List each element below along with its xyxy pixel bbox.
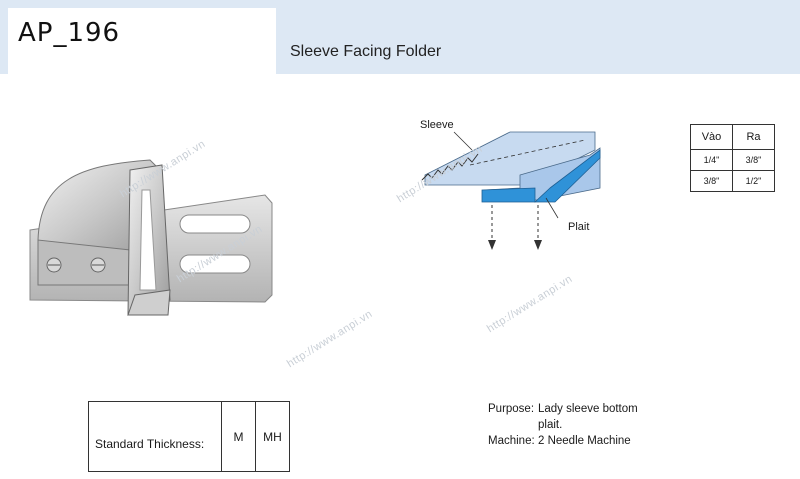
product-code-box: AP_196 [8,8,276,74]
size-table-header: Vào [690,124,733,150]
size-table: Vào Ra 1/4" 3/8" 3/8" 1/2" [690,124,775,192]
size-table-header: Ra [732,124,775,150]
machine-key: Machine: [488,435,535,447]
table-cell: 3/8" [732,149,775,171]
watermark: http://www.anpi.vn [485,272,575,336]
table-cell: 3/8" [690,170,733,192]
machine-value: 2 Needle Machine [538,435,631,447]
plait-label: Plait [568,221,590,233]
thickness-value: M [221,401,256,472]
watermark: http://www.anpi.vn [285,307,375,371]
sleeve-label: Sleeve [420,119,454,131]
thickness-value: MH [255,401,290,472]
fold-diagram [421,131,601,250]
thickness-label: Standard Thickness: [88,401,222,472]
product-photo [29,159,273,316]
product-title: Sleeve Facing Folder [290,43,442,60]
table-row: 3/8" 1/2" [690,170,775,192]
purpose-key: Purpose: [488,403,535,415]
table-row: 1/4" 3/8" [690,149,775,171]
thickness-table: Standard Thickness: M MH [88,401,290,472]
size-table-header-row: Vào Ra [690,124,775,150]
table-cell: 1/4" [690,149,733,171]
purpose-value-cont: plait. [538,419,563,431]
product-code: AP_196 [18,18,121,48]
table-cell: 1/2" [732,170,775,192]
purpose-block: Purpose: Lady sleeve bottom plait. Machi… [488,401,638,449]
purpose-value: Lady sleeve bottom [538,403,638,415]
